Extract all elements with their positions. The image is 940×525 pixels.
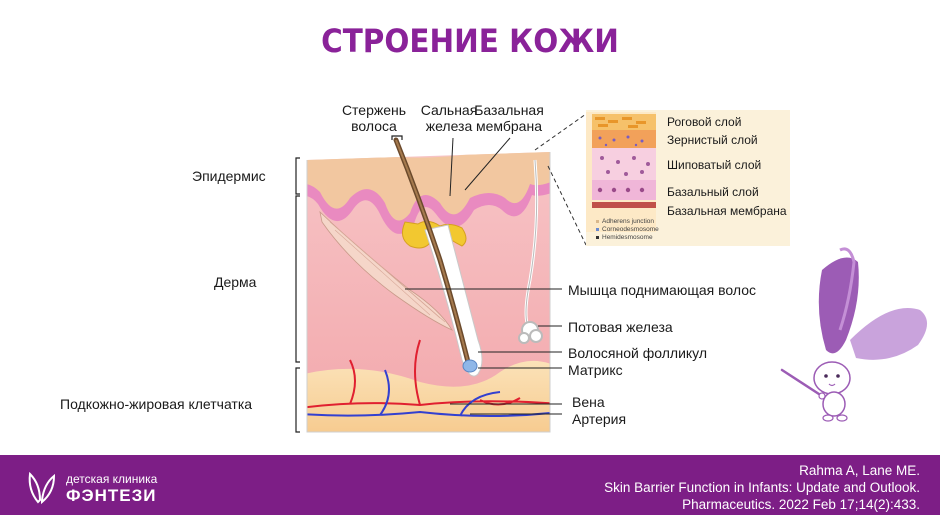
label-vein: Вена <box>572 394 605 410</box>
label-hair-shaft: Стержень волоса <box>340 102 408 134</box>
sweat-gland-coil <box>518 321 543 344</box>
inset-legend-hemidesmosome: Hemidesmosome <box>602 234 653 241</box>
label-hair-shaft-line1: Стержень <box>341 102 407 118</box>
inset-layer-spinous: Шиповатый слой <box>667 158 762 172</box>
citation: Rahma A, Lane ME. Skin Barrier Function … <box>604 462 920 513</box>
citation-line2: Skin Barrier Function in Infants: Update… <box>604 480 920 495</box>
subcutaneous-layer <box>307 360 550 432</box>
label-sebaceous-line1: Сальная <box>420 102 478 118</box>
citation-line1: Rahma A, Lane ME. <box>799 463 920 478</box>
epidermis-layer <box>307 152 550 223</box>
inset-layer-corneum: Роговой слой <box>667 115 742 129</box>
clinic-logo-icon <box>28 471 56 505</box>
skin-diagram <box>295 110 928 433</box>
label-arrector-muscle: Мышца поднимающая волос <box>568 282 756 298</box>
inset-legend-corneodesmosome: Corneodesmosome <box>602 226 659 233</box>
citation-line3: Pharmaceutics. 2022 Feb 17;14(2):433. <box>682 497 920 512</box>
inset-layer-basement-membrane: Базальная мембрана <box>667 204 787 218</box>
label-subcutaneous: Подкожно-жировая клетчатка <box>60 396 253 412</box>
label-basal-membrane-line2: мембрана <box>476 118 542 134</box>
skin-block <box>307 152 550 432</box>
label-sebaceous-gland: Сальная железа <box>416 102 482 134</box>
leader-lines <box>405 137 562 415</box>
bunny-mascot <box>780 247 928 422</box>
inset-legend-adherens: Adherens junction <box>602 218 655 225</box>
label-basal-membrane-line1: Базальная <box>474 102 544 118</box>
label-matrix: Матрикс <box>568 362 623 378</box>
footer-bar <box>0 455 940 515</box>
page-title: СТРОЕНИЕ КОЖИ <box>321 22 619 60</box>
layer-brackets <box>295 157 300 433</box>
inset-layer-granular: Зернистый слой <box>667 133 758 147</box>
brand-name: ФЭНТЕЗИ <box>66 486 157 505</box>
vein-vessel <box>307 369 550 417</box>
artery-vessel <box>307 339 550 409</box>
inset-layer-basal: Базальный слой <box>667 185 759 199</box>
label-hair-follicle: Волосяной фолликул <box>568 345 708 361</box>
matrix-bulb <box>462 359 478 373</box>
label-sebaceous-line2: железа <box>425 118 473 134</box>
label-hair-shaft-line2: волоса <box>351 118 397 134</box>
label-artery: Артерия <box>572 411 627 427</box>
label-basal-membrane: Базальная мембрана <box>474 102 544 134</box>
label-sweat-gland: Потовая железа <box>568 319 673 335</box>
label-dermis: Дерма <box>214 274 257 290</box>
epidermis-inset <box>586 110 790 246</box>
brand-subtitle: детская клиника <box>66 472 158 486</box>
label-epidermis: Эпидермис <box>192 168 266 184</box>
